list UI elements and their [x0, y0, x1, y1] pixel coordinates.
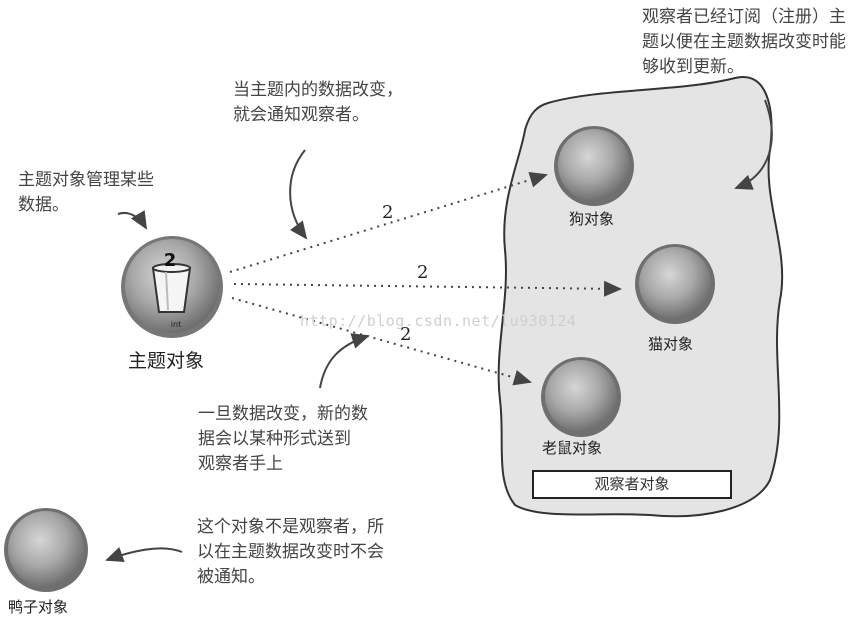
observer-label-cat: 猫对象 — [648, 335, 694, 353]
pointer-arrow-notify — [289, 149, 308, 240]
message-value-dog: 2 — [382, 202, 394, 223]
message-arrow-mouse — [231, 297, 532, 386]
observer-label-mouse: 老鼠对象 — [542, 439, 603, 457]
note-notify-observers: 当主题内的数据改变， 就会通知观察者。 — [233, 80, 403, 125]
subject-label: 主题对象 — [128, 350, 205, 372]
message-arrow-dog — [229, 172, 548, 273]
message-value-cat: 2 — [417, 262, 429, 283]
observer-label-dog: 狗对象 — [569, 210, 615, 228]
cup-type-label: int — [171, 320, 181, 329]
note-duck-not-observer: 这个对象不是观察者，所 以在主题数据改变时不会 被通知。 — [197, 517, 384, 587]
cup-icon — [151, 267, 192, 313]
duck-sphere — [4, 508, 88, 592]
subject-value: 2 — [164, 250, 177, 271]
pointer-arrow-sent — [319, 333, 370, 389]
note-subject-manages-data: 主题对象管理某些 数据。 — [18, 170, 154, 215]
note-data-sent: 一旦数据改变，新的数 据会以某种形式送到 观察者手上 — [198, 404, 368, 474]
pointer-arrow-duck — [105, 547, 183, 563]
message-arrow-cat — [233, 280, 622, 297]
message-value-mouse: 2 — [400, 324, 412, 345]
observer-sphere-mouse — [541, 357, 621, 437]
subject-sphere: 2 int — [121, 236, 223, 338]
pointer-arrow-subscribed — [734, 99, 773, 190]
watermark: http://blog.csdn.net/lu930124 — [300, 312, 577, 330]
observer-group-label: 观察者对象 — [532, 470, 732, 499]
note-subscribed-observers: 观察者已经订阅（注册）主 题以便在主题数据改变时能 够收到更新。 — [642, 7, 846, 77]
observer-sphere-dog — [554, 126, 634, 206]
observer-sphere-cat — [635, 244, 715, 324]
duck-label: 鸭子对象 — [8, 598, 69, 616]
pointer-arrow-subject — [117, 210, 148, 230]
